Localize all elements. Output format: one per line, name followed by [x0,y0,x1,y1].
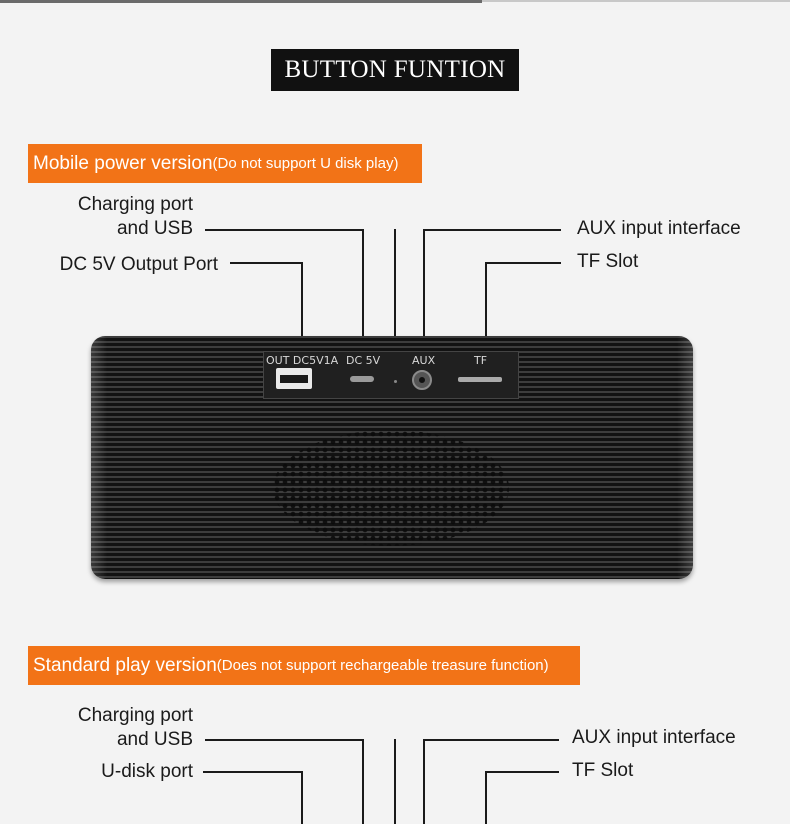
section2-banner-note: (Does not support rechargeable treasure … [216,657,549,674]
top-divider-light [482,0,790,2]
leader2-udisk-h [203,771,303,773]
leader2-tf-v [485,771,487,824]
section2-banner-title: Standard play version [33,654,217,676]
leader-charging-h [205,229,364,231]
page-title: BUTTON FUNTION [271,49,519,91]
usb-port-icon [276,368,312,389]
speaker-grille [273,430,509,546]
label2-and-usb: and USB [116,729,193,750]
leader2-aux-h [423,739,559,741]
leader-charging-v [362,229,364,351]
label2-aux: AUX input interface [572,727,736,748]
leader-aux-h [423,229,561,231]
port-panel: OUT DC5V1A DC 5V AUX TF [263,351,519,399]
top-divider [0,0,482,3]
leader2-charging-v [362,739,364,824]
panel-label-aux: AUX [412,354,436,367]
tf-slot-icon [458,377,502,382]
leader2-led-v [394,739,396,824]
leader-aux-v [423,229,425,351]
aux-jack-icon [412,370,432,390]
section1-banner-title: Mobile power version [33,152,213,174]
label-charging-port: Charging port [77,194,193,215]
label-dc-output: DC 5V Output Port [59,254,218,275]
section1-banner-note: (Do not support U disk play) [212,155,399,172]
section2-banner: Standard play version (Does not support … [28,646,580,685]
speaker-edge-right [677,336,693,579]
label-and-usb: and USB [116,218,193,239]
leader-tf-v [485,262,487,351]
panel-label-out: OUT DC5V1A [266,354,339,367]
label-tf-slot: TF Slot [577,251,639,272]
leader-led-v [394,229,396,389]
micro-usb-port-icon [350,376,374,382]
speaker-edge-left [91,336,107,579]
panel-label-dc: DC 5V [346,354,381,367]
leader-dc-v [301,262,303,351]
leader-dc-h [230,262,303,264]
leader-tf-h [485,262,561,264]
label2-charging-port: Charging port [77,705,193,726]
panel-label-tf: TF [474,354,488,367]
leader2-tf-h [485,771,559,773]
label2-udisk: U-disk port [101,761,193,782]
label2-tf-slot: TF Slot [572,760,634,781]
label-aux: AUX input interface [577,218,741,239]
leader2-aux-v [423,739,425,824]
speaker-image: OUT DC5V1A DC 5V AUX TF [91,336,693,579]
leader2-charging-h [205,739,364,741]
led-indicator-icon [394,380,397,383]
section1-banner: Mobile power version (Do not support U d… [28,144,422,183]
leader2-udisk-v [301,771,303,824]
